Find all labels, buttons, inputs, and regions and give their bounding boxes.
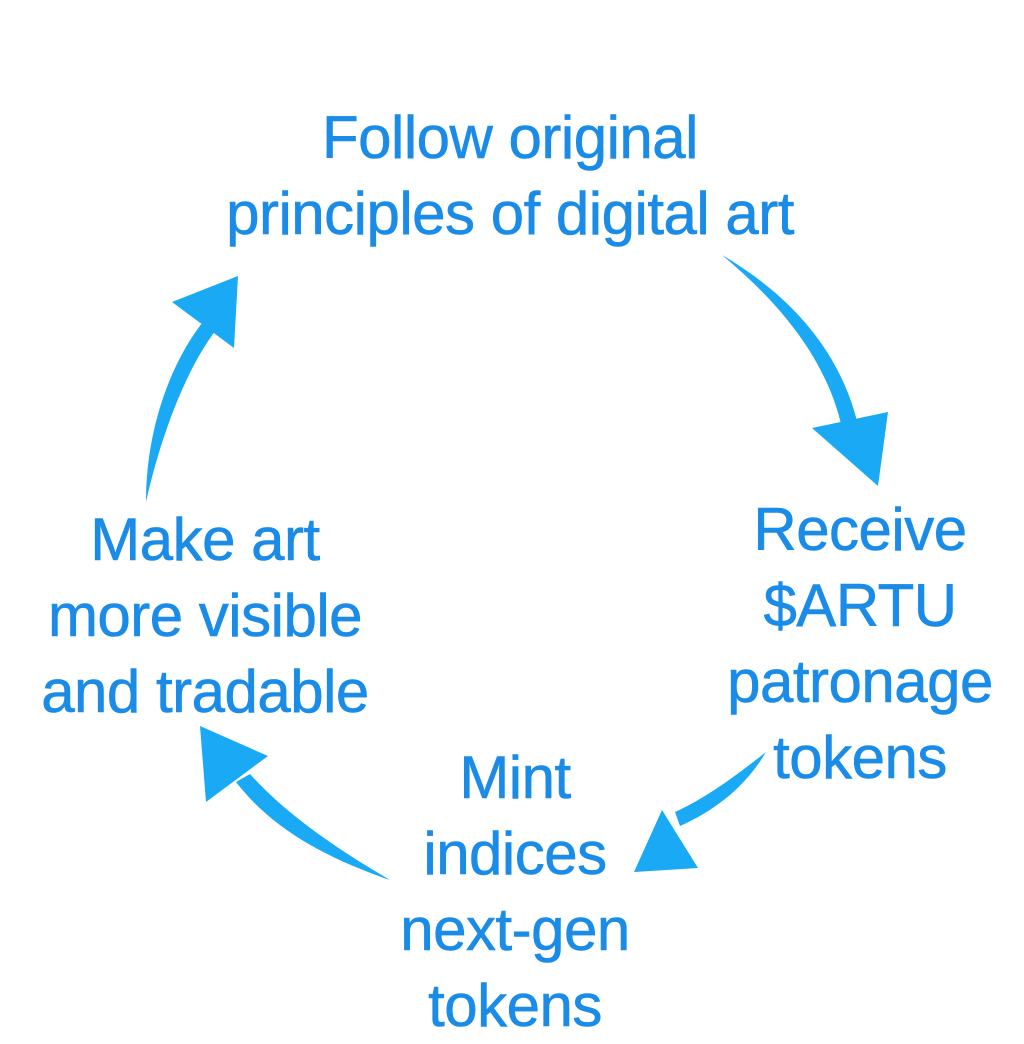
arrow-top-to-right-shaft <box>722 255 858 428</box>
node-receive-tokens: Receive $ARTU patronage tokens <box>690 492 1024 796</box>
node-receive-tokens-line-2: $ARTU <box>763 572 957 640</box>
arrow-right-to-bottom-shaft <box>675 752 766 826</box>
arrow-right-to-bottom <box>634 752 766 872</box>
node-make-art-visible: Make art more visible and tradable <box>10 502 400 730</box>
node-mint-indices-line-1: Mint <box>459 744 571 812</box>
arrow-bottom-to-left-head <box>200 726 268 802</box>
node-follow-principles-line-2: principles of digital art <box>226 180 795 248</box>
node-receive-tokens-line-1: Receive <box>753 496 967 564</box>
node-receive-tokens-line-4: tokens <box>773 724 948 792</box>
node-mint-indices-line-2: indices <box>423 820 607 888</box>
node-mint-indices-line-4: tokens <box>428 972 603 1040</box>
arrow-left-to-top <box>146 276 238 502</box>
arrow-bottom-to-left-shaft <box>236 774 390 880</box>
node-make-art-visible-line-1: Make art <box>90 506 321 574</box>
arrow-bottom-to-left <box>200 726 390 880</box>
node-make-art-visible-line-3: and tradable <box>41 658 370 726</box>
node-receive-tokens-line-3: patronage <box>727 648 994 716</box>
arrow-left-to-top-head <box>172 276 238 348</box>
arrow-right-to-bottom-head <box>634 810 698 872</box>
node-make-art-visible-line-2: more visible <box>47 582 363 650</box>
arrow-left-to-top-shaft <box>146 318 216 502</box>
node-follow-principles: Follow original principles of digital ar… <box>120 100 900 252</box>
node-follow-principles-line-1: Follow original <box>322 104 699 172</box>
arrow-top-to-right-head <box>812 412 888 486</box>
arrow-top-to-right <box>722 255 888 486</box>
node-mint-indices-line-3: next-gen <box>400 896 631 964</box>
node-mint-indices: Mint indices next-gen tokens <box>355 740 675 1044</box>
